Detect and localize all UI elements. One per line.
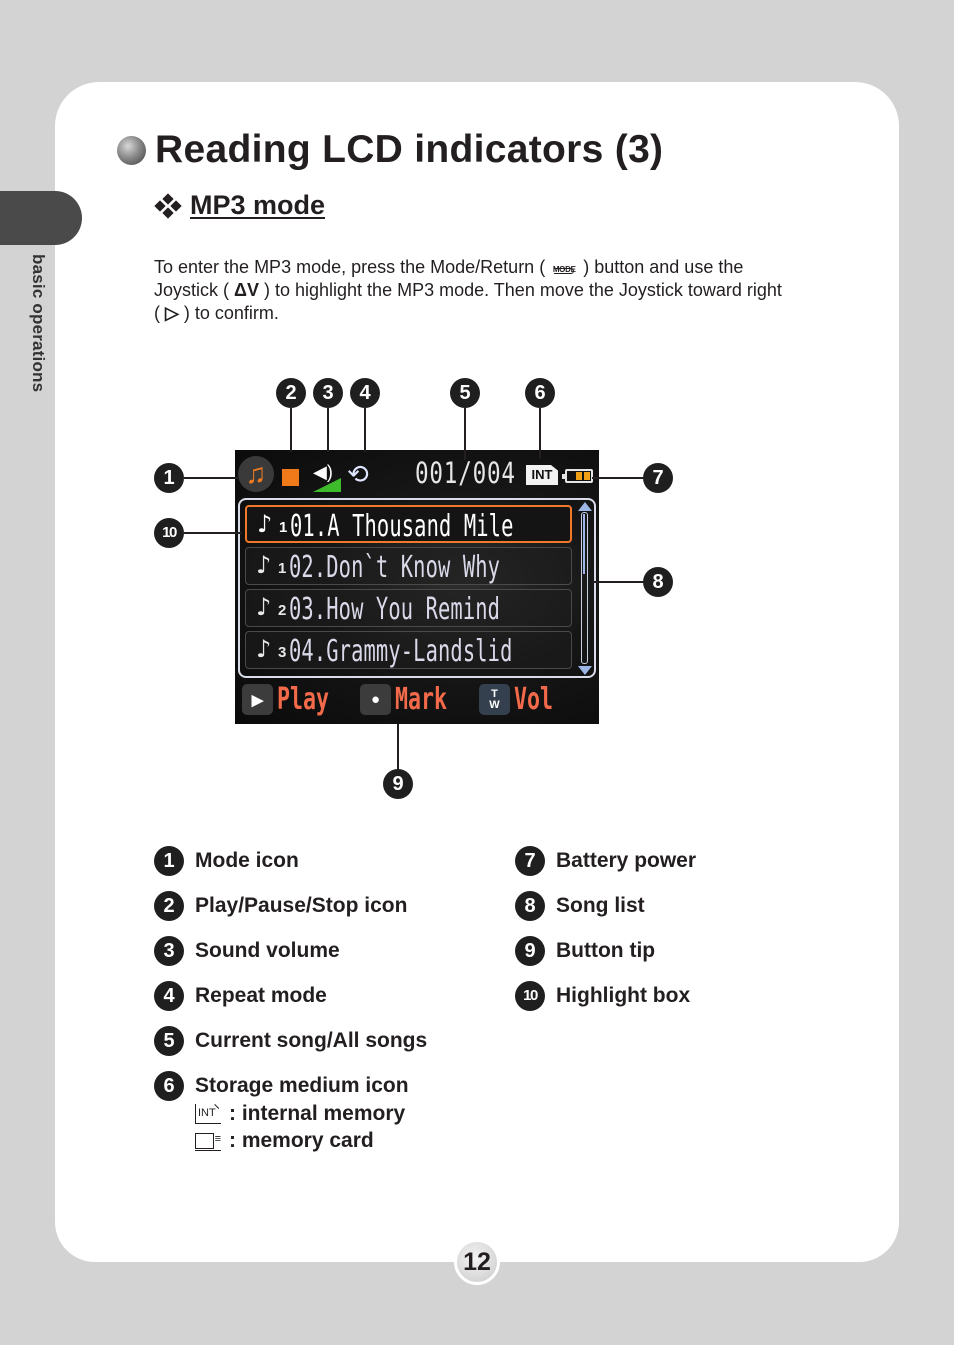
callout-9: 9	[383, 769, 413, 799]
section-heading-row: MP3 mode	[154, 190, 325, 221]
song-counter: 001/004	[415, 456, 516, 490]
legend-item-8: 8 Song list	[515, 891, 645, 921]
section-label: basic operations	[26, 254, 48, 434]
camera-key-icon: ●	[360, 684, 391, 715]
leader-line-8	[592, 581, 644, 583]
section-label-text: basic operations	[29, 254, 48, 393]
memory-card-icon	[195, 1131, 221, 1151]
song-list-item[interactable]: ♪ 1 02.Don`t Know Why	[245, 547, 572, 585]
repeat-icon: ⟲	[347, 459, 369, 489]
intro-text-2: ) button and use the Joystick (	[154, 257, 744, 300]
callout-6: 6	[525, 378, 555, 408]
leader-line-1	[184, 477, 238, 479]
battery-icon	[562, 469, 593, 483]
song-list: ♪ 1 01.A Thousand Mile ♪ 1 02.Don`t Know…	[238, 498, 596, 678]
leader-line-6	[539, 408, 541, 458]
section-tab	[0, 191, 82, 245]
legend-memory-card: : memory card	[195, 1129, 374, 1153]
lcd-status-bar: ♫ ◀) ⟲ 001/004 INT	[235, 450, 599, 498]
legend-item-1: 1 Mode icon	[154, 846, 299, 876]
four-diamond-icon	[154, 192, 182, 219]
leader-line-5	[464, 408, 466, 460]
leader-line-2	[290, 408, 292, 452]
leader-line-4	[364, 408, 366, 452]
scroll-down-arrow-icon[interactable]	[578, 666, 592, 675]
play-key-icon: ▶	[242, 684, 273, 715]
leader-line-10	[184, 532, 242, 534]
title-bullet-icon	[117, 135, 146, 165]
intro-paragraph: To enter the MP3 mode, press the Mode/Re…	[154, 256, 804, 325]
callout-3: 3	[313, 378, 343, 408]
lcd-screen: ♫ ◀) ⟲ 001/004 INT ♪ 1 01.A Thousand Mil…	[235, 450, 599, 724]
callout-4: 4	[350, 378, 380, 408]
scrollbar[interactable]	[581, 512, 588, 664]
legend-item-9: 9 Button tip	[515, 936, 655, 966]
music-mode-icon: ♫	[238, 456, 274, 492]
song-list-item-highlighted[interactable]: ♪ 1 01.A Thousand Mile	[245, 505, 572, 544]
legend-item-4: 4 Repeat mode	[154, 981, 327, 1011]
page-title-row: Reading LCD indicators (3)	[117, 128, 663, 172]
internal-memory-icon: INT	[195, 1104, 221, 1124]
song-title: 04.Grammy-Landslid	[289, 634, 513, 669]
joystick-right-icon: ▷	[165, 303, 179, 323]
leader-line-3	[327, 408, 329, 452]
music-note-icon: ♪	[257, 510, 273, 538]
callout-10: 10	[154, 518, 184, 548]
scrollbar-thumb[interactable]	[583, 514, 585, 574]
song-title: 01.A Thousand Mile	[290, 509, 514, 544]
callout-1: 1	[154, 463, 184, 493]
music-note-icon: ♪	[256, 635, 272, 663]
page-number: 12	[454, 1239, 500, 1285]
song-list-item[interactable]: ♪ 2 03.How You Remind	[245, 589, 572, 627]
callout-8: 8	[643, 567, 673, 597]
legend-item-3: 3 Sound volume	[154, 936, 340, 966]
legend-item-10: 10 Highlight box	[515, 981, 690, 1011]
tip-play: ▶ Play	[242, 682, 349, 717]
callout-2: 2	[276, 378, 306, 408]
stop-icon	[282, 469, 299, 486]
intro-text-1: To enter the MP3 mode, press the Mode/Re…	[154, 257, 546, 277]
intro-text-3: ) to highlight the MP3 mode. Then move t…	[154, 280, 782, 323]
internal-memory-icon: INT	[526, 465, 558, 485]
callout-5: 5	[450, 378, 480, 408]
leader-line-9	[397, 724, 399, 770]
leader-line-7	[592, 477, 644, 479]
page-title: Reading LCD indicators (3)	[155, 128, 664, 171]
scroll-up-arrow-icon[interactable]	[578, 502, 592, 511]
legend-item-5: 5 Current song/All songs	[154, 1026, 427, 1056]
callout-7: 7	[643, 463, 673, 493]
legend-item-2: 2 Play/Pause/Stop icon	[154, 891, 407, 921]
mode-return-icon: MODE	[552, 265, 576, 274]
legend-item-6: 6 Storage medium icon	[154, 1071, 409, 1101]
legend-item-7: 7 Battery power	[515, 846, 696, 876]
song-title: 02.Don`t Know Why	[289, 550, 501, 585]
music-note-icon: ♪	[256, 551, 272, 579]
legend-internal-memory: INT : internal memory	[195, 1102, 405, 1126]
section-heading: MP3 mode	[190, 190, 326, 220]
song-list-item[interactable]: ♪ 3 04.Grammy-Landslid	[245, 631, 572, 669]
tip-mark: ● Mark	[360, 682, 467, 717]
volume-icon: ◀)	[311, 460, 343, 492]
music-note-icon: ♪	[256, 593, 272, 621]
joystick-up-down-icon: ΔV	[234, 280, 259, 300]
intro-text-4: ) to confirm.	[183, 303, 279, 323]
song-title: 03.How You Remind	[289, 592, 501, 627]
